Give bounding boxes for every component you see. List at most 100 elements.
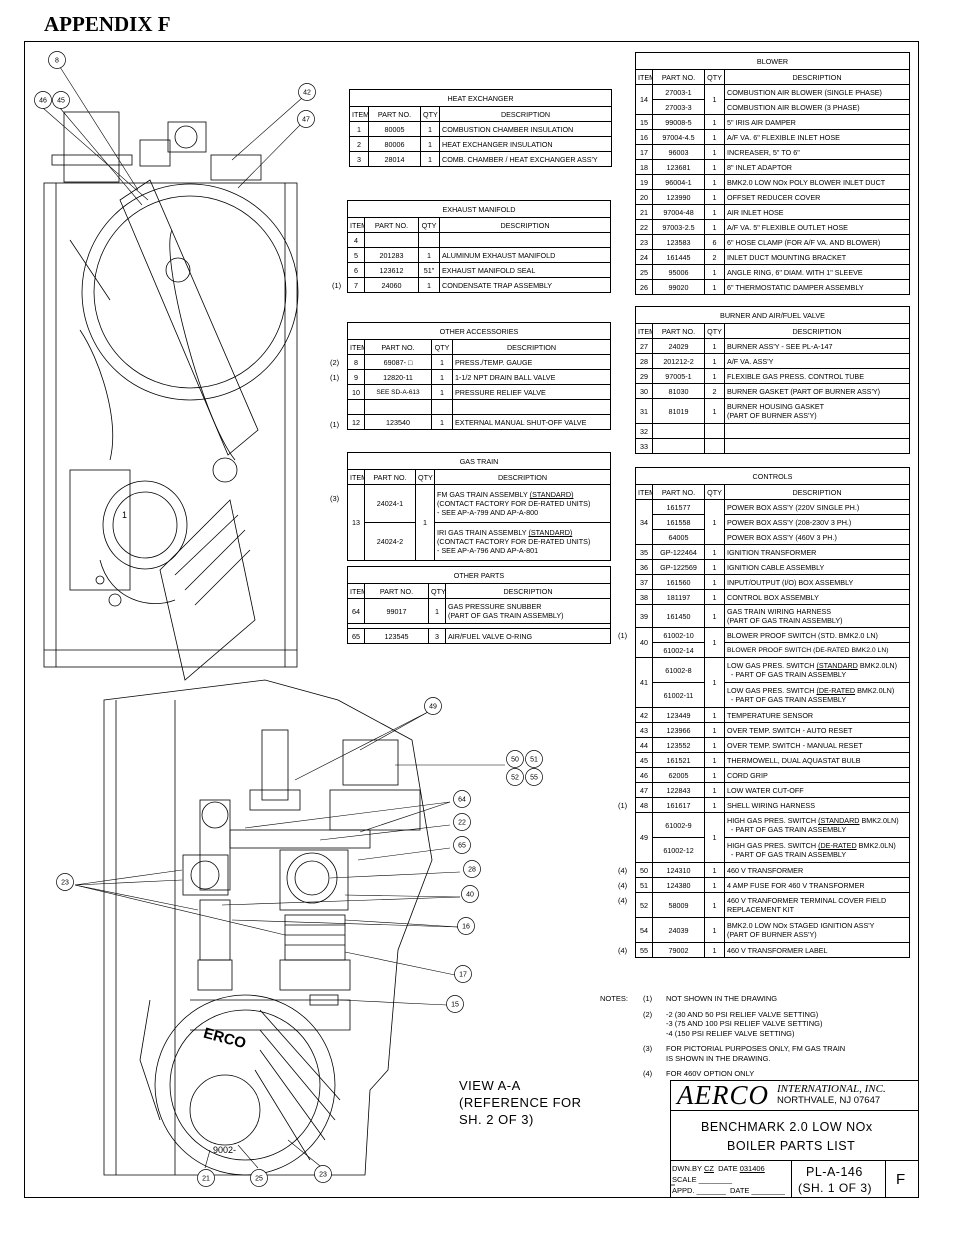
part-cell: 69087- □ bbox=[364, 354, 432, 370]
qty-cell: 1 bbox=[704, 589, 725, 605]
table-title: CONTROLS bbox=[635, 467, 910, 485]
item-cell: 3 bbox=[349, 151, 369, 167]
desc-underline: (DE-RATED bbox=[818, 841, 857, 850]
drawing-mark-code: 9002- bbox=[213, 1145, 237, 1155]
part-cell: 61002-10 bbox=[652, 627, 705, 643]
item-cell: 24 bbox=[635, 249, 653, 265]
drawing-title-line1: BENCHMARK 2.0 LOW NOx bbox=[701, 1120, 873, 1134]
column-header: ITEM bbox=[347, 583, 365, 599]
item-cell: 25 bbox=[635, 264, 653, 280]
callout-circle bbox=[506, 750, 524, 768]
item-cell: 2 bbox=[349, 136, 369, 152]
qty-cell: 1 bbox=[704, 353, 725, 369]
controls-table: CONTROLS ITEM PART NO. QTY DESCRIPTION 3… bbox=[635, 467, 910, 958]
part-cell: 161450 bbox=[652, 604, 705, 628]
column-header: QTY bbox=[428, 583, 446, 599]
cabinet-outline bbox=[43, 182, 298, 668]
item-cell: 21 bbox=[635, 204, 653, 220]
qty-cell: 1 bbox=[704, 737, 725, 753]
callout-number: 17 bbox=[459, 972, 467, 979]
row-note: (3) bbox=[330, 494, 340, 503]
part-cell: 62005 bbox=[652, 767, 705, 783]
desc-cell: ALUMINUM EXHAUST MANIFOLD bbox=[439, 247, 611, 263]
item-cell: 20 bbox=[635, 189, 653, 205]
qty-cell: 1 bbox=[704, 657, 725, 708]
item-cell: 39 bbox=[635, 604, 653, 628]
part-cell: 61002-8 bbox=[652, 657, 705, 683]
other-accessories-table: OTHER ACCESSORIES ITEM PART NO. QTY DESC… bbox=[347, 322, 611, 430]
item-cell: 12 bbox=[347, 414, 365, 430]
column-header: QTY bbox=[420, 106, 440, 122]
desc-cell: OVER TEMP. SWITCH - AUTO RESET bbox=[724, 722, 910, 738]
row-note: (1) bbox=[618, 800, 628, 810]
callout-circle bbox=[250, 1169, 268, 1187]
qty-cell: 1 bbox=[420, 151, 440, 167]
title-block-divider bbox=[791, 1161, 792, 1198]
qty-cell: 1 bbox=[704, 707, 725, 723]
column-header: QTY bbox=[704, 323, 725, 339]
callout-circle bbox=[463, 860, 481, 878]
item-cell: 38 bbox=[635, 589, 653, 605]
desc-underline: (STANDARD) bbox=[528, 528, 573, 537]
table-row: 27003-3 COMBUSTION AIR BLOWER (3 PHASE) bbox=[636, 99, 910, 115]
part-cell: 97004-48 bbox=[652, 204, 705, 220]
table-row: 2 80006 1 HEAT EXCHANGER INSULATION bbox=[349, 136, 612, 152]
part-cell: 97005-1 bbox=[652, 368, 705, 384]
item-cell: 10 bbox=[347, 384, 365, 400]
desc-cell bbox=[439, 232, 611, 248]
item-cell: 23 bbox=[635, 234, 653, 250]
desc-cell: INCREASER, 5" TO 6" bbox=[724, 144, 910, 160]
qty-cell: 51" bbox=[418, 262, 440, 278]
row-note: (4) bbox=[618, 865, 628, 875]
desc-text: (PART OF GAS TRAIN ASSEMBLY) bbox=[727, 616, 843, 625]
desc-cell: FM GAS TRAIN ASSEMBLY (STANDARD)(CONTACT… bbox=[434, 484, 611, 523]
desc-text: GAS PRESSURE SNUBBER bbox=[448, 602, 542, 611]
qty-cell: 1 bbox=[704, 129, 725, 145]
callout-number: 23 bbox=[319, 1172, 327, 1179]
column-header: DESCRIPTION bbox=[439, 217, 611, 233]
table-row: 40 61002-10 1 BLOWER PROOF SWITCH (STD. … bbox=[635, 627, 910, 658]
note-text: FOR 460V OPTION ONLY bbox=[666, 1069, 755, 1078]
column-header: QTY bbox=[415, 469, 435, 485]
qty-cell: 1 bbox=[704, 877, 725, 893]
column-header: DESCRIPTION bbox=[724, 69, 910, 85]
item-cell: 30 bbox=[635, 383, 653, 399]
callout-number: 42 bbox=[303, 90, 311, 97]
desc-cell: CONDENSATE TRAP ASSEMBLY bbox=[439, 277, 611, 293]
qty-cell: 2 bbox=[704, 383, 725, 399]
callout-number: 21 bbox=[202, 1176, 210, 1183]
part-cell: 123966 bbox=[652, 722, 705, 738]
row-note: (4) bbox=[618, 880, 628, 890]
desc-cell: EXTERNAL MANUAL SHUT-OFF VALVE bbox=[452, 414, 611, 430]
qty-cell: 1 bbox=[704, 917, 725, 943]
column-header: DESCRIPTION bbox=[724, 484, 910, 500]
item-cell: 44 bbox=[635, 737, 653, 753]
part-cell: 123449 bbox=[652, 707, 705, 723]
desc-cell: 460 V TRANSFORMER bbox=[724, 862, 910, 878]
desc-cell: COMBUSTION CHAMBER INSULATION bbox=[439, 121, 612, 137]
desc-cell: LOW GAS PRES. SWITCH (STANDARD BMK2.0LN)… bbox=[724, 657, 910, 683]
item-cell: 17 bbox=[635, 144, 653, 160]
part-cell: GP-122464 bbox=[652, 544, 705, 560]
date-value: 031406 bbox=[739, 1164, 765, 1173]
note-number: (2) bbox=[643, 1009, 653, 1019]
item-cell: 18 bbox=[635, 159, 653, 175]
desc-cell: IGNITION CABLE ASSEMBLY bbox=[724, 559, 910, 575]
callout-circle bbox=[461, 885, 479, 903]
part-cell: 161560 bbox=[652, 574, 705, 590]
qty-cell: 1 bbox=[704, 174, 725, 190]
